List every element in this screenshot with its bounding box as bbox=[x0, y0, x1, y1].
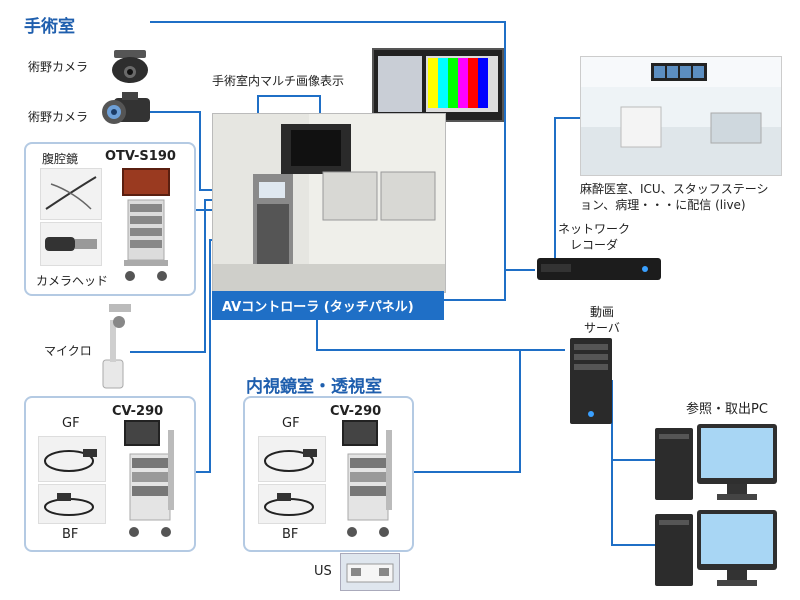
av-controller-bar bbox=[212, 291, 444, 320]
line-endo bbox=[410, 350, 521, 473]
bf-scope-image-endo bbox=[258, 484, 326, 524]
pc1-image bbox=[655, 424, 780, 504]
or-title: 手術室 bbox=[24, 17, 75, 37]
otv-model-label: OTV-S190 bbox=[105, 149, 176, 164]
line-micro bbox=[130, 199, 215, 353]
camera-head-image bbox=[40, 222, 102, 266]
distribution-label: 麻酔医室、ICU、スタッフステーション、病理・・・に配信 (live) bbox=[580, 182, 769, 212]
gf-label-or: GF bbox=[62, 416, 80, 431]
gf-label-endo: GF bbox=[282, 416, 300, 431]
bf-label-or: BF bbox=[62, 527, 79, 542]
otv-cart-image bbox=[118, 168, 174, 283]
server-label: 動画 サーバ bbox=[584, 305, 620, 335]
line-distribution bbox=[554, 117, 580, 265]
recorder-label: ネットワーク レコーダ bbox=[558, 222, 631, 252]
cv-cart-image-endo bbox=[338, 420, 400, 542]
server-tower-image bbox=[566, 336, 616, 426]
gf-scope-image-endo bbox=[258, 436, 326, 482]
dome-camera-icon bbox=[108, 48, 152, 84]
camera-head-label: カメラヘッド bbox=[36, 274, 109, 288]
endo-title: 内視鏡室・透視室 bbox=[246, 377, 382, 397]
camera1-label: 術野カメラ bbox=[28, 60, 89, 74]
us-label: US bbox=[314, 564, 332, 579]
camera2-label: 術野カメラ bbox=[28, 110, 89, 124]
av-controller-label: AVコントローラ (タッチパネル) bbox=[222, 300, 414, 315]
pc2-image bbox=[655, 510, 780, 590]
bf-scope-image-or bbox=[38, 484, 106, 524]
line-pc2 bbox=[611, 460, 655, 546]
cv-cart-image-or bbox=[120, 420, 182, 542]
multi-display-monitor bbox=[372, 48, 504, 122]
cv-model-label-endo: CV-290 bbox=[330, 404, 382, 419]
line-server bbox=[316, 320, 565, 351]
video-camera-icon bbox=[100, 92, 152, 132]
micro-label: マイクロ bbox=[44, 344, 92, 358]
pc-label: 参照・取出PC bbox=[686, 402, 768, 417]
laparoscope-image bbox=[40, 168, 102, 220]
line-pc1 bbox=[611, 380, 655, 461]
us-device-image bbox=[340, 553, 400, 591]
multi-display-label: 手術室内マルチ画像表示 bbox=[212, 74, 345, 88]
laparoscope-label: 腹腔鏡 bbox=[42, 152, 79, 166]
network-recorder-image bbox=[535, 256, 663, 282]
bf-label-endo: BF bbox=[282, 527, 299, 542]
line-camera2 bbox=[150, 111, 215, 191]
line-camera1-loop bbox=[150, 21, 506, 301]
microscope-image bbox=[95, 300, 135, 390]
ward-photo bbox=[580, 56, 782, 176]
gf-scope-image-or bbox=[38, 436, 106, 482]
av-room-photo bbox=[212, 113, 446, 293]
cv-model-label-or: CV-290 bbox=[112, 404, 164, 419]
